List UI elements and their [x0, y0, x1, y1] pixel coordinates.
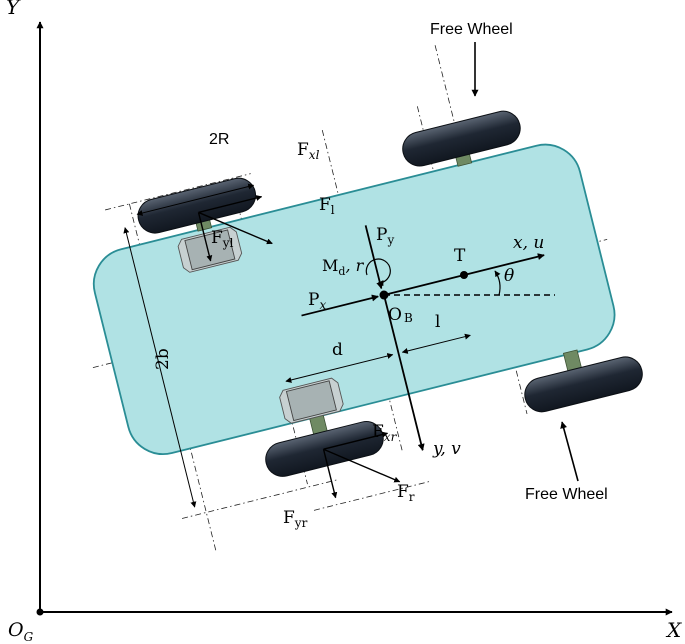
free-wheel-bottom-pointer — [560, 421, 579, 482]
global-origin-label: OG — [8, 619, 34, 644]
px-label: Px — [308, 290, 326, 312]
fxr-arrow — [323, 431, 389, 450]
theta-label: θ — [504, 266, 514, 286]
fxl-label: Fxl — [297, 140, 320, 162]
point-T-label: T — [454, 246, 466, 266]
2b-dimension — [123, 227, 197, 508]
fyr-arrow — [322, 449, 338, 499]
fl-label: Fl — [319, 195, 335, 217]
md-label: Md, r — [322, 256, 365, 278]
wheel-diameter-label: 2R — [209, 131, 229, 148]
theta-arc — [494, 270, 501, 296]
2R-dimension — [136, 183, 255, 216]
free-wheel-top-label: Free Wheel — [430, 21, 513, 38]
d-label: d — [332, 340, 343, 360]
fyl-label: Fyl — [211, 228, 234, 250]
right-motor — [279, 377, 344, 424]
fxl-arrow — [198, 195, 263, 214]
l-dimension — [401, 333, 471, 354]
d-dimension — [285, 353, 394, 383]
fl-arrow — [198, 211, 273, 245]
fyl-arrow — [197, 212, 213, 262]
global-axes: Y X OG — [6, 0, 682, 644]
py-label: Py — [376, 225, 394, 247]
point-T-dot — [460, 271, 468, 279]
y-axis-label: Y — [6, 0, 21, 19]
py-arrow — [364, 225, 384, 290]
fr-arrow — [323, 448, 401, 483]
front-free-wheel-bottom — [524, 356, 643, 413]
body-y-axis — [383, 294, 425, 451]
free-wheel-bottom-label: Free Wheel — [525, 486, 608, 503]
l-label: l — [435, 312, 440, 332]
body-origin-dot — [379, 290, 389, 300]
px-arrow — [301, 294, 379, 317]
global-origin-dot — [36, 608, 44, 616]
body-y-axis-label: y, v — [432, 439, 461, 459]
body-x-axis-label: x, u — [513, 233, 544, 253]
fyr-label: Fyr — [283, 508, 308, 530]
robot-body — [92, 143, 616, 455]
x-axis-label: X — [665, 618, 682, 642]
robot-frame — [92, 45, 643, 554]
fr-label: Fr — [397, 482, 415, 504]
track-width-label: 2b — [153, 348, 173, 370]
md-moment-arrow — [365, 258, 391, 287]
fxr-label: Fxr — [372, 422, 398, 444]
front-free-wheel-top — [402, 110, 521, 167]
